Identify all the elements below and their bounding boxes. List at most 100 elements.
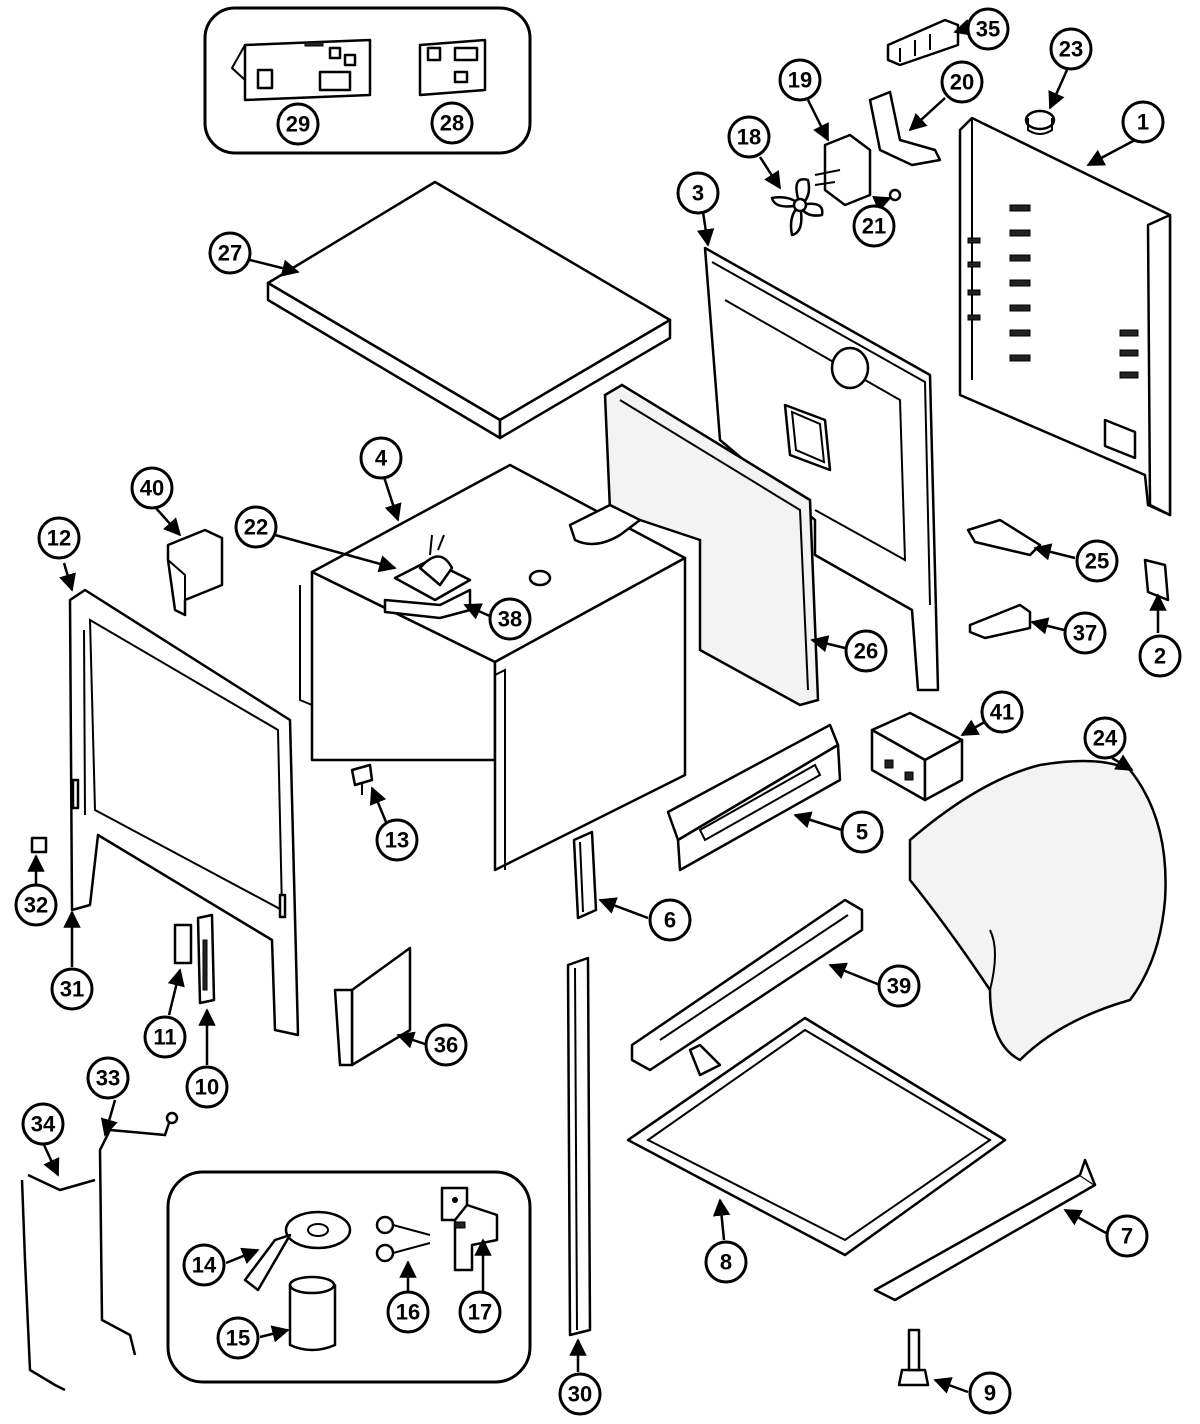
- svg-text:33: 33: [96, 1066, 120, 1091]
- part-21: [888, 188, 902, 202]
- top-panel-part-27: [266, 180, 672, 440]
- svg-text:5: 5: [856, 820, 868, 845]
- callout-35: 35: [966, 7, 1010, 51]
- callout-41: 41: [980, 690, 1024, 734]
- callout-21: 21: [852, 204, 896, 248]
- svg-text:18: 18: [737, 125, 761, 150]
- svg-text:13: 13: [385, 828, 409, 853]
- callout-6: 6: [648, 898, 692, 942]
- callout-20: 20: [940, 60, 984, 104]
- control-board-part-29: [230, 38, 372, 102]
- part-10: [196, 913, 216, 1005]
- svg-text:32: 32: [24, 893, 48, 918]
- svg-text:37: 37: [1073, 621, 1097, 646]
- callout-33: 33: [86, 1056, 130, 1100]
- fan-blade-part-18: [770, 178, 824, 237]
- callout-3: 3: [676, 171, 720, 215]
- callout-13: 13: [375, 818, 419, 862]
- front-frame-part-12: [68, 588, 300, 1037]
- callout-7: 7: [1105, 1214, 1149, 1258]
- control-board-part-28: [418, 38, 487, 97]
- burner-group-box: [166, 1170, 532, 1384]
- svg-text:31: 31: [60, 977, 84, 1002]
- callout-29: 29: [276, 102, 320, 146]
- oven-cavity-part-4: [299, 463, 687, 872]
- back-panel-part-1: [958, 116, 1172, 517]
- svg-text:17: 17: [468, 1300, 492, 1325]
- callout-37: 37: [1063, 611, 1107, 655]
- callout-15: 15: [216, 1316, 260, 1360]
- callout-32: 32: [14, 883, 58, 927]
- leveling-leg-part-9: [897, 1328, 930, 1387]
- bottom-pan-part-8: [626, 1016, 1007, 1257]
- callout-12: 12: [37, 516, 81, 560]
- callout-18: 18: [727, 115, 771, 159]
- tube-part-34: [20, 1173, 96, 1392]
- svg-text:34: 34: [31, 1112, 56, 1137]
- svg-text:22: 22: [244, 515, 268, 540]
- part-11: [173, 923, 193, 965]
- svg-text:20: 20: [950, 70, 974, 95]
- rail-part-30: [566, 956, 592, 1337]
- part-35: [886, 18, 960, 67]
- svg-text:36: 36: [434, 1033, 458, 1058]
- svg-text:10: 10: [195, 1075, 219, 1100]
- channel-part-7: [873, 1158, 1097, 1302]
- callout-5: 5: [840, 810, 884, 854]
- callout-31: 31: [50, 967, 94, 1011]
- svg-text:1: 1: [1137, 110, 1149, 135]
- callout-26: 26: [844, 629, 888, 673]
- callout-40: 40: [130, 466, 174, 510]
- callout-28: 28: [430, 101, 474, 145]
- panel-part-5: [666, 723, 842, 872]
- thermostat-part-22: [393, 534, 472, 602]
- part-13: [350, 763, 374, 795]
- bracket-part-20: [868, 90, 942, 167]
- part-37: [968, 603, 1032, 640]
- svg-text:26: 26: [854, 639, 878, 664]
- svg-text:9: 9: [984, 1381, 996, 1406]
- callout-8: 8: [704, 1240, 748, 1284]
- svg-text:27: 27: [218, 241, 242, 266]
- svg-text:21: 21: [862, 214, 886, 239]
- svg-text:8: 8: [720, 1250, 732, 1275]
- burner-part-14: [243, 1210, 352, 1292]
- bracket-part-40: [166, 528, 224, 617]
- svg-text:14: 14: [192, 1253, 217, 1278]
- callout-27: 27: [208, 231, 252, 275]
- fan-motor-part-19: [814, 133, 872, 207]
- svg-text:16: 16: [396, 1300, 420, 1325]
- callout-4: 4: [359, 436, 403, 480]
- callout-38: 38: [488, 597, 532, 641]
- svg-text:30: 30: [568, 1382, 592, 1407]
- callout-30: 30: [558, 1372, 602, 1416]
- bracket-part-17: [440, 1186, 499, 1272]
- svg-text:28: 28: [440, 111, 464, 136]
- part-32: [30, 836, 48, 854]
- svg-text:40: 40: [140, 476, 164, 501]
- insulation-part-24: [908, 759, 1167, 1062]
- callout-1: 1: [1121, 100, 1165, 144]
- part-2: [1143, 558, 1170, 602]
- svg-text:19: 19: [788, 68, 812, 93]
- callout-23: 23: [1049, 27, 1093, 71]
- callout-11: 11: [143, 1015, 187, 1059]
- callout-34: 34: [21, 1102, 65, 1146]
- part-25: [966, 518, 1042, 557]
- callout-14: 14: [182, 1243, 226, 1287]
- callout-10: 10: [185, 1065, 229, 1109]
- callout-22: 22: [234, 505, 278, 549]
- callout-36: 36: [424, 1023, 468, 1067]
- svg-text:41: 41: [990, 700, 1014, 725]
- svg-text:7: 7: [1121, 1224, 1133, 1249]
- part-23: [1024, 109, 1056, 135]
- svg-text:6: 6: [664, 908, 676, 933]
- svg-text:39: 39: [887, 974, 911, 999]
- svg-text:24: 24: [1093, 726, 1118, 751]
- svg-text:29: 29: [286, 112, 310, 137]
- callout-19: 19: [778, 58, 822, 102]
- tube-part-33: [98, 1111, 179, 1356]
- part-6: [572, 830, 598, 920]
- svg-text:38: 38: [498, 607, 522, 632]
- callout-39: 39: [877, 964, 921, 1008]
